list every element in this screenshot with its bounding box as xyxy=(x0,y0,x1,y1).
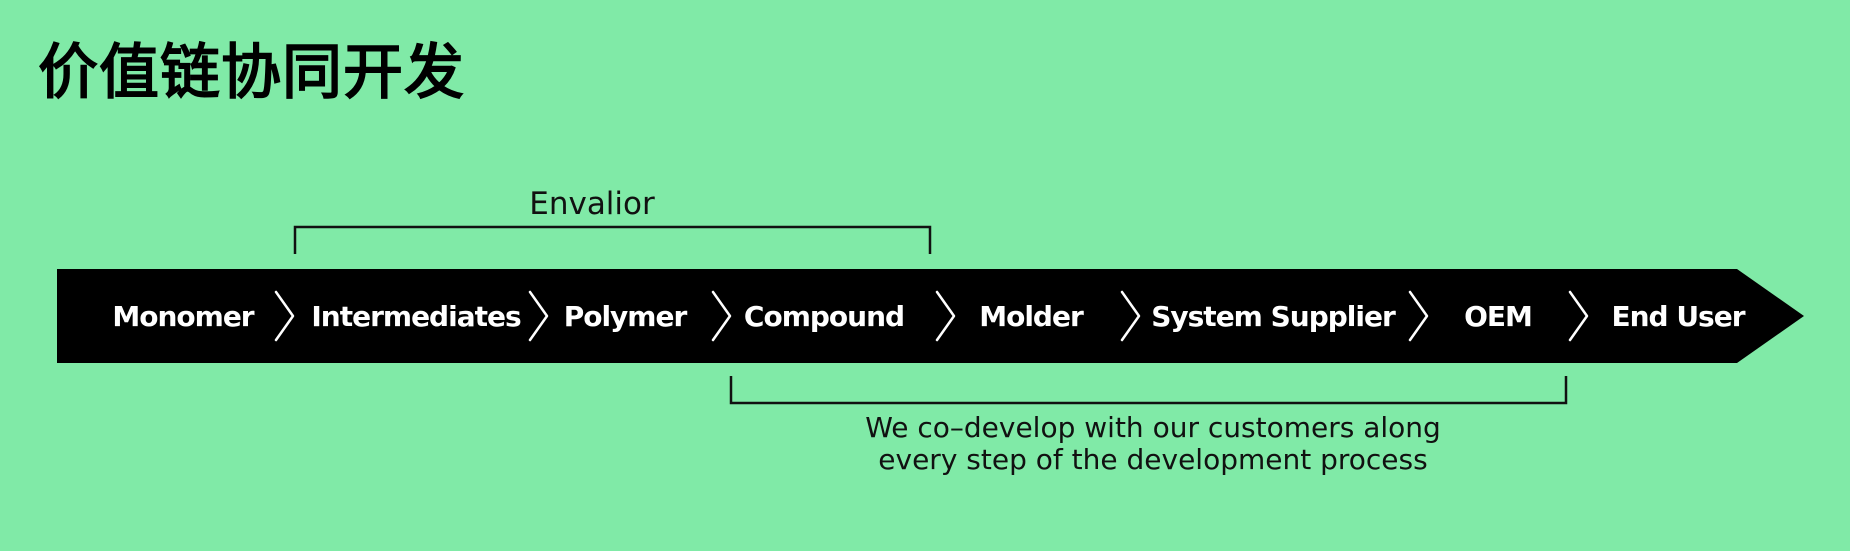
chevron-right-icon xyxy=(1120,290,1141,342)
stage-polymer: Polymer xyxy=(564,300,688,333)
stage-molder: Molder xyxy=(979,300,1084,333)
stage-end-user: End User xyxy=(1611,300,1745,333)
stage-monomer: Monomer xyxy=(112,300,254,333)
co-develop-bracket xyxy=(729,376,1568,405)
co-develop-note-line-2: every step of the development process xyxy=(878,443,1427,476)
stage-oem: OEM xyxy=(1464,300,1532,333)
value-chain-arrow xyxy=(57,269,1804,363)
chevron-right-icon xyxy=(711,290,732,342)
stage-intermediates: Intermediates xyxy=(311,300,521,333)
chevron-right-icon xyxy=(274,290,295,342)
chevron-right-icon xyxy=(1408,290,1429,342)
stage-system-supplier: System Supplier xyxy=(1151,300,1396,333)
stage-compound: Compound xyxy=(744,300,904,333)
envalior-bracket xyxy=(293,225,932,254)
co-develop-note-line-1: We co–develop with our customers along xyxy=(865,411,1441,444)
chevron-right-icon xyxy=(935,290,956,342)
chevron-right-icon xyxy=(528,290,549,342)
page-title: 价值链协同开发 xyxy=(38,38,465,108)
envalior-label: Envalior xyxy=(529,186,655,222)
chevron-right-icon xyxy=(1568,290,1589,342)
